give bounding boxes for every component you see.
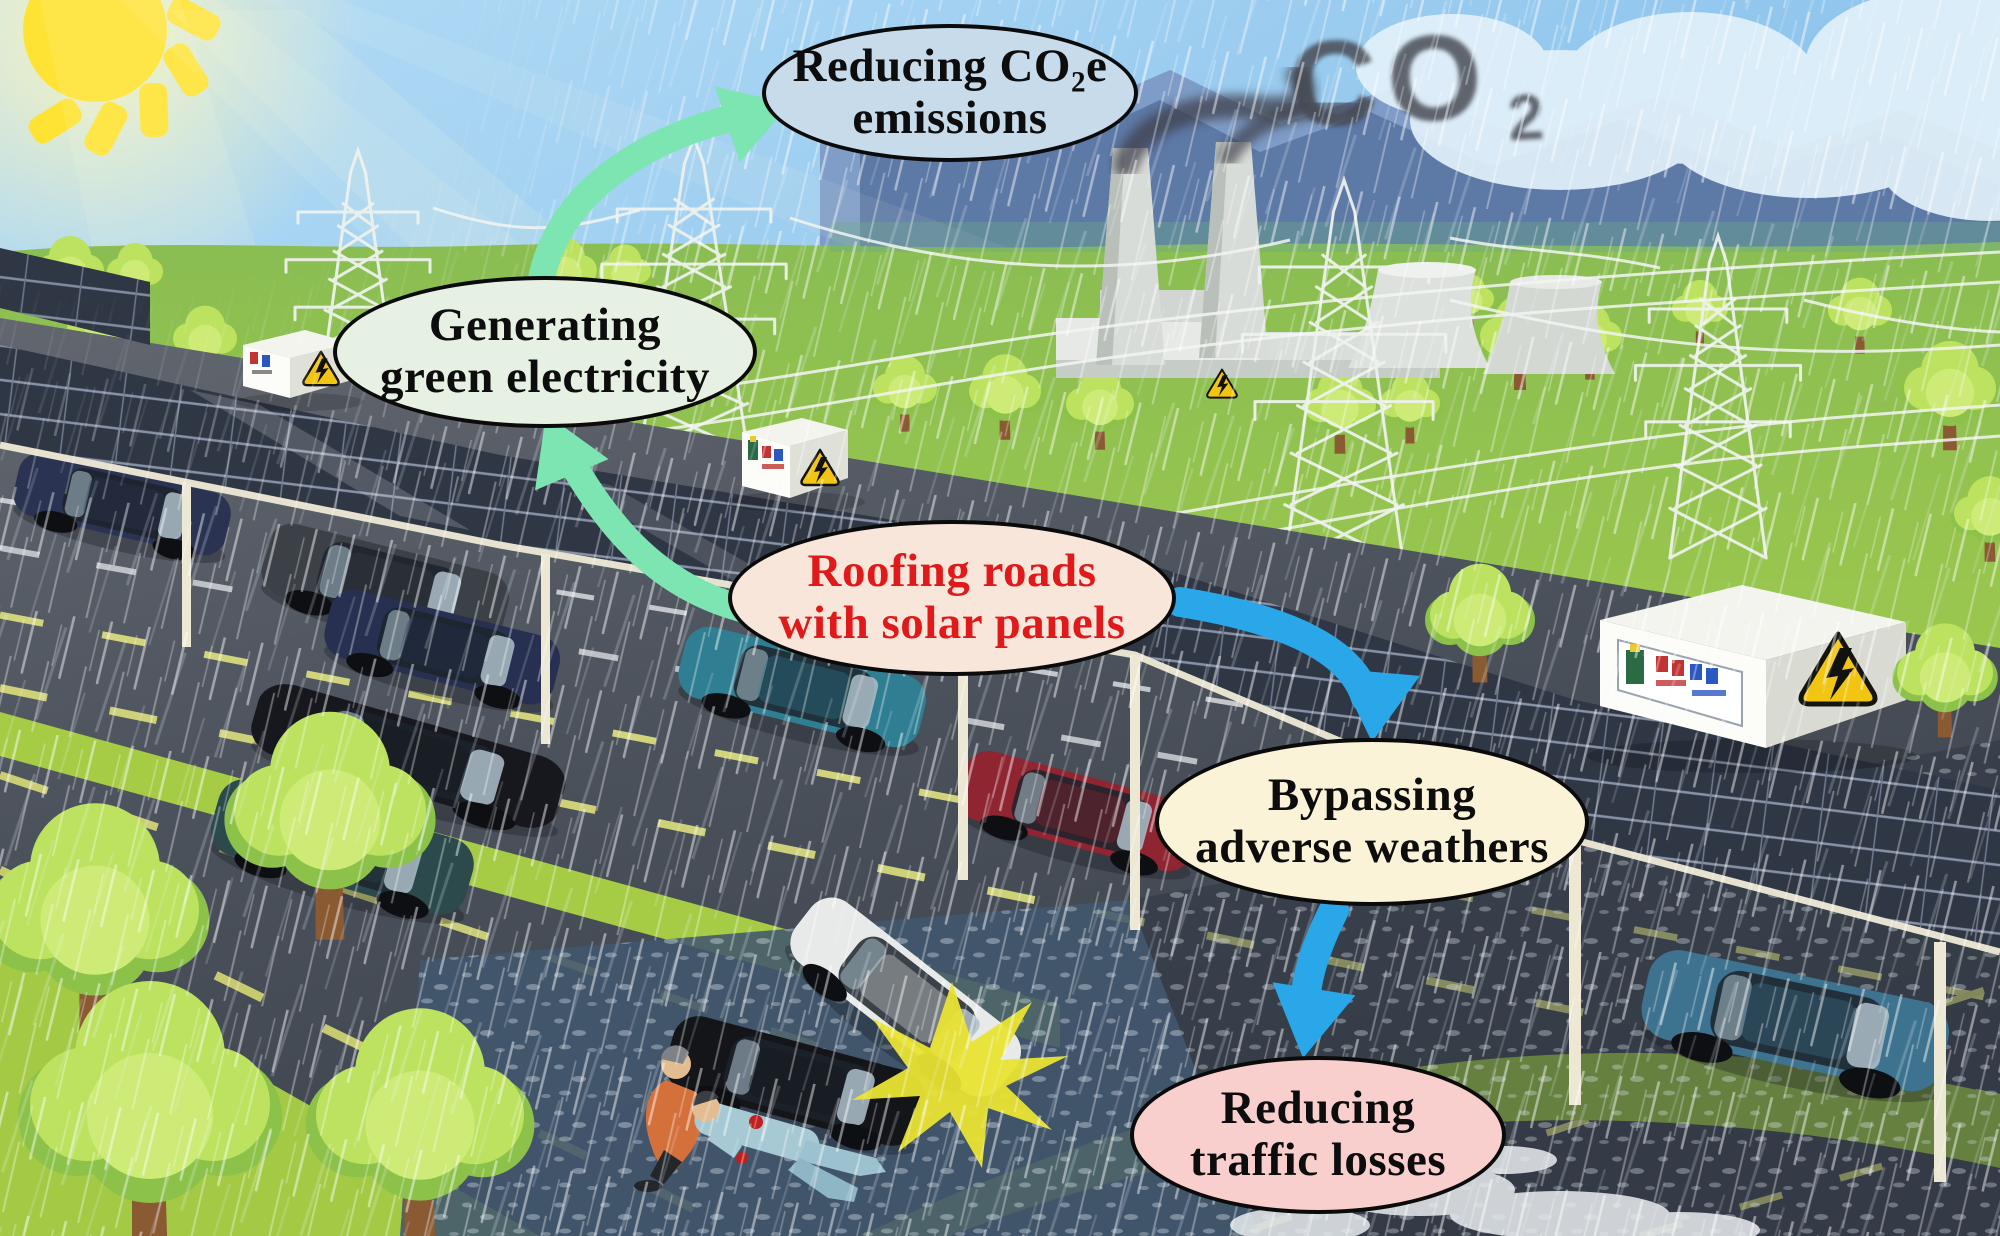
- node-line2: adverse weathers: [1195, 821, 1549, 873]
- node-line1: Reducing: [1220, 1082, 1416, 1135]
- node-line2: green electricity: [380, 351, 710, 403]
- node-line1: Reducing CO2e: [792, 40, 1108, 99]
- node-line1: Generating: [428, 299, 662, 352]
- node-line1: Bypassing: [1267, 769, 1477, 822]
- node-reducing-traffic-losses: Reducing traffic losses: [1130, 1056, 1506, 1214]
- node-line2: emissions: [852, 92, 1048, 144]
- node-line1: Roofing roads: [807, 545, 1097, 598]
- node-bypassing-adverse-weathers: Bypassing adverse weathers: [1155, 738, 1589, 906]
- node-reducing-co2-emissions: Reducing CO2e emissions: [762, 24, 1138, 162]
- node-generating-green-electricity: Generating green electricity: [333, 276, 757, 428]
- node-roofing-roads-with-solar-panels: Roofing roads with solar panels: [728, 520, 1176, 676]
- node-line2: with solar panels: [778, 597, 1126, 649]
- node-line2: traffic losses: [1189, 1134, 1447, 1186]
